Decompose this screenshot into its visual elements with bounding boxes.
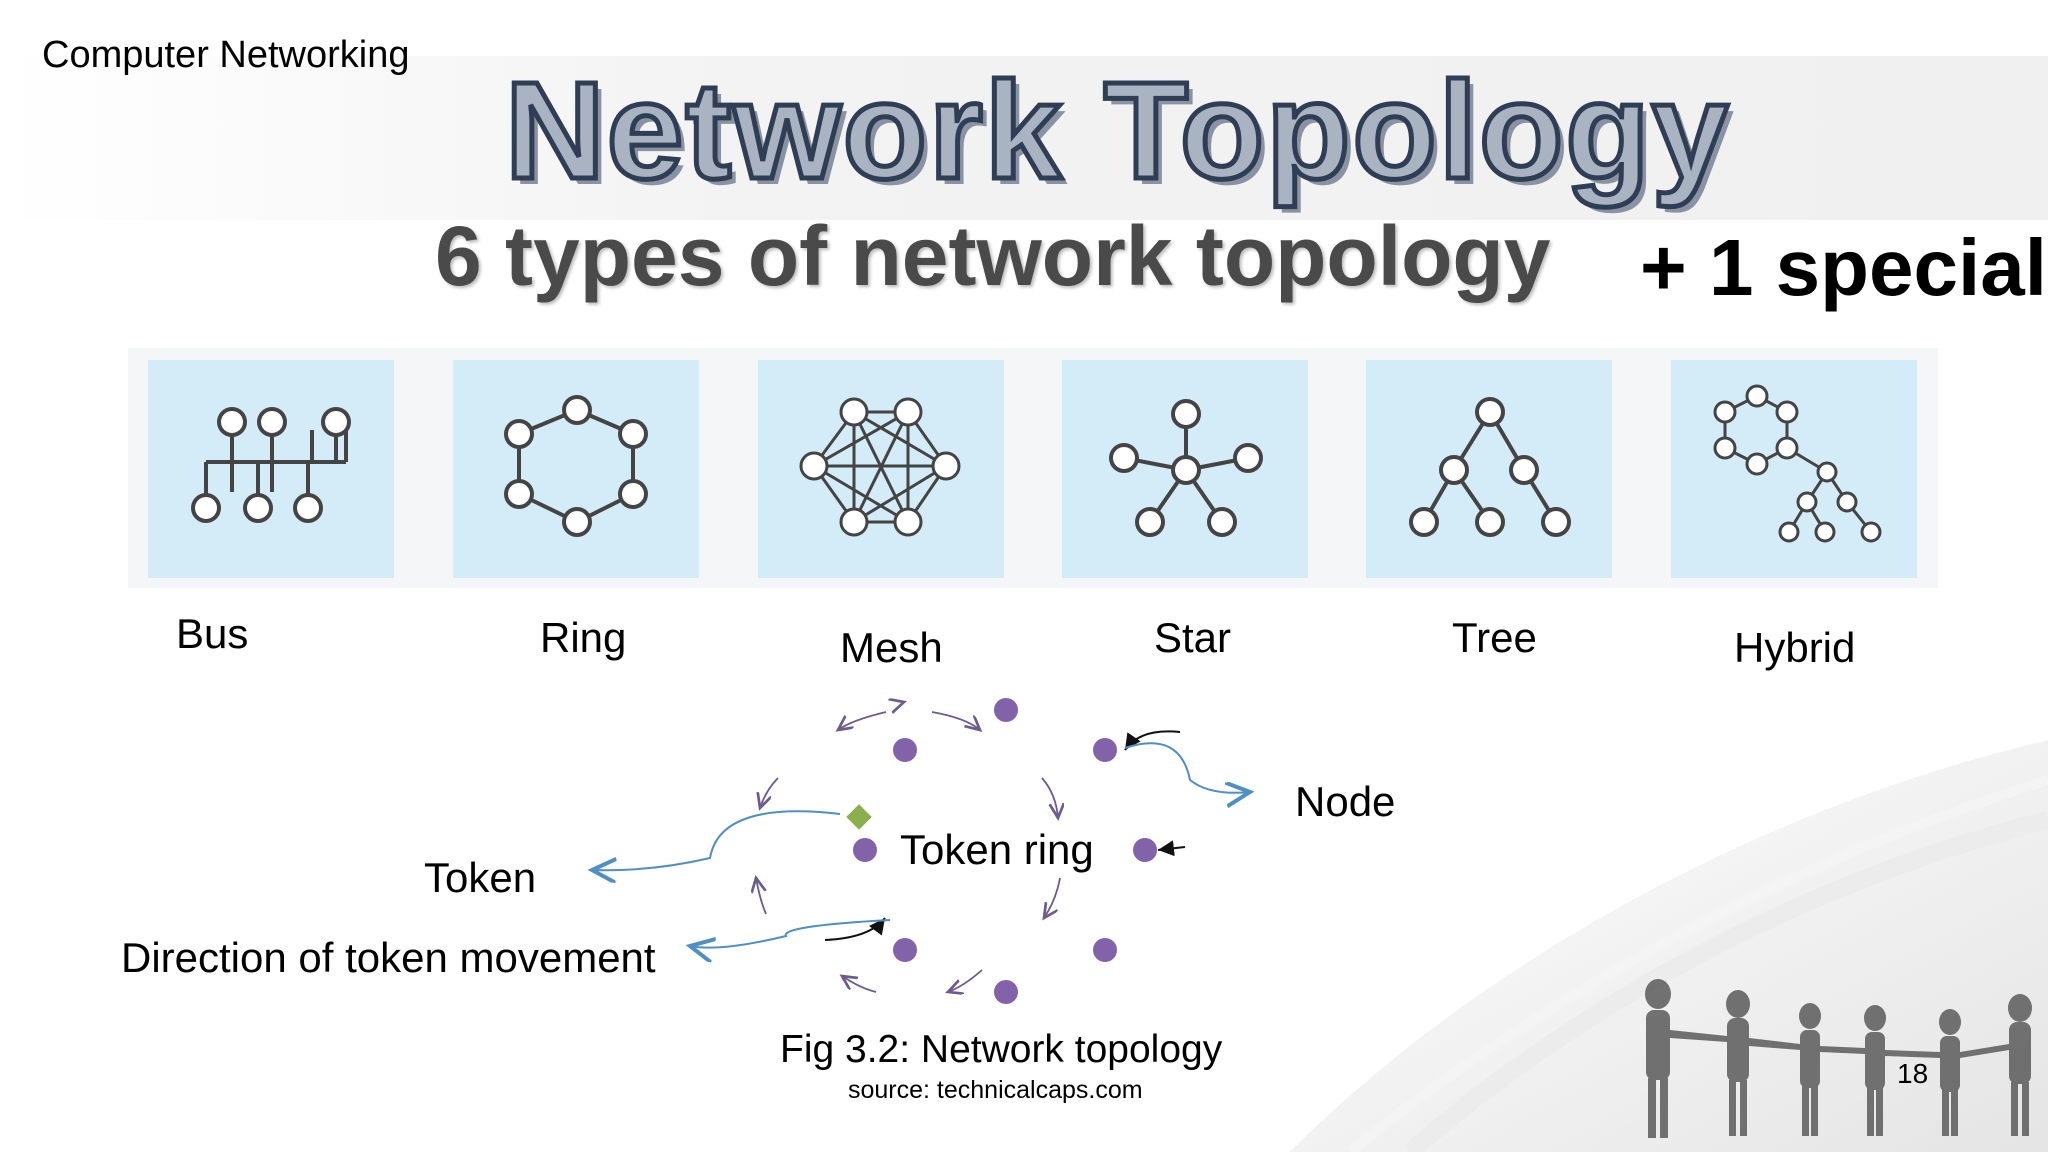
- ring-node: [893, 738, 917, 762]
- token-ring-diagram: [560, 690, 1280, 1004]
- ring-node: [1093, 938, 1117, 962]
- ring-node: [1133, 838, 1157, 862]
- topology-label-bus: Bus: [176, 610, 249, 657]
- slide-title: Network Topology: [502, 52, 1731, 211]
- figure-source: source: technicalcaps.com: [848, 1076, 1143, 1104]
- ring-node: [994, 698, 1018, 722]
- star-topology-icon: [1062, 360, 1308, 578]
- special-note: + 1 special: [1640, 223, 2047, 312]
- ring-node: [853, 838, 877, 862]
- bus-topology-icon: [148, 360, 394, 578]
- header-band: [0, 56, 2048, 220]
- direction-callout-arrow: [690, 919, 891, 948]
- topology-label-tree: Tree: [1452, 614, 1537, 661]
- ring-nodes: [853, 698, 1157, 1004]
- ring-node: [1093, 738, 1117, 762]
- people-background-image: [1290, 740, 2048, 1152]
- topology-label-ring: Ring: [540, 614, 627, 661]
- course-title: Computer Networking: [42, 34, 410, 76]
- page-number: 18: [1897, 1058, 1929, 1089]
- figure-caption: Fig 3.2: Network topology: [780, 1028, 1223, 1071]
- direction-label: Direction of token movement: [121, 934, 656, 981]
- hybrid-topology-icon: [1671, 360, 1917, 578]
- token-label: Token: [424, 854, 537, 901]
- ring-topology-icon: [453, 360, 699, 578]
- topology-tiles-band: [128, 348, 1938, 588]
- token-callout-arrow: [592, 810, 841, 870]
- tree-topology-icon: [1366, 360, 1612, 578]
- token-marker: [846, 804, 872, 830]
- slide-subtitle: 6 types of network topology: [435, 209, 1551, 303]
- ring-node: [994, 980, 1018, 1004]
- topology-label-mesh: Mesh: [840, 624, 943, 671]
- token-ring-label: Token ring: [900, 826, 1094, 873]
- node-callout-arrow: [1124, 742, 1250, 793]
- ring-node: [893, 938, 917, 962]
- node-label: Node: [1295, 778, 1396, 825]
- topology-label-star: Star: [1154, 614, 1232, 661]
- mesh-topology-icon: [758, 360, 1004, 578]
- ring-direction-arrows: [756, 702, 1060, 992]
- topology-label-hybrid: Hybrid: [1734, 624, 1856, 671]
